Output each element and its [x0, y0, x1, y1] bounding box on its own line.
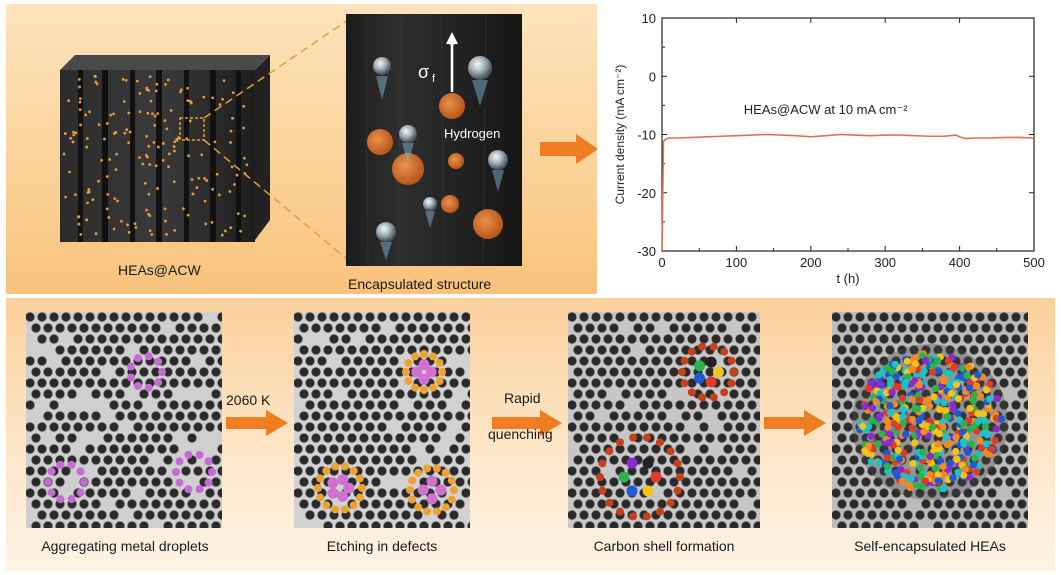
y-tick-label: -10	[637, 128, 656, 143]
panel-etching-defects	[294, 312, 470, 528]
x-axis-label: t (h)	[836, 271, 859, 286]
y-tick-label: 0	[649, 69, 656, 84]
arrow-to-chart	[540, 134, 598, 164]
y-tick-label: 10	[642, 11, 656, 26]
sigma-label: σ	[418, 62, 429, 82]
panel-carbon-shell	[568, 312, 760, 528]
encapsulated-structure-panel: σ f Hydrogen	[346, 14, 522, 266]
sigma-subscript: f	[432, 73, 436, 85]
y-tick-label: -20	[637, 186, 656, 201]
arrow-step-1	[226, 410, 288, 436]
encapsulated-structure-label: Encapsulated structure	[348, 276, 492, 292]
hydrogen-label: Hydrogen	[444, 126, 500, 141]
panel-self-encapsulated	[832, 312, 1028, 528]
x-tick-label: 100	[726, 255, 748, 270]
arrow-2-label-line2: quenching	[488, 426, 553, 442]
x-tick-label: 300	[874, 255, 896, 270]
step-label-aggregating: Aggregating metal droplets	[41, 538, 209, 554]
chart-annotation: HEAs@ACW at 10 mA cm⁻²	[744, 102, 908, 117]
step-label-self-encapsulated: Self-encapsulated HEAs	[854, 538, 1006, 554]
arrow-1-label: 2060 K	[226, 392, 271, 408]
wood-block-illustration	[60, 55, 270, 242]
step-label-etching: Etching in defects	[326, 538, 438, 554]
y-axis-label: Current density (mA cm⁻²)	[613, 65, 627, 205]
arrow-step-3	[764, 410, 826, 436]
series-line	[661, 133, 1035, 252]
x-tick-label: 500	[1023, 255, 1045, 270]
step-label-carbon-shell: Carbon shell formation	[593, 538, 735, 554]
arrow-step-2	[492, 410, 562, 436]
arrow-2-label-line1: Rapid	[504, 390, 541, 406]
y-tick-label: -30	[637, 244, 656, 259]
x-tick-label: 200	[800, 255, 822, 270]
panel-aggregating-droplets	[26, 312, 222, 528]
x-tick-label: 0	[658, 255, 665, 270]
x-tick-label: 400	[949, 255, 971, 270]
wood-label: HEAs@ACW	[118, 262, 201, 278]
